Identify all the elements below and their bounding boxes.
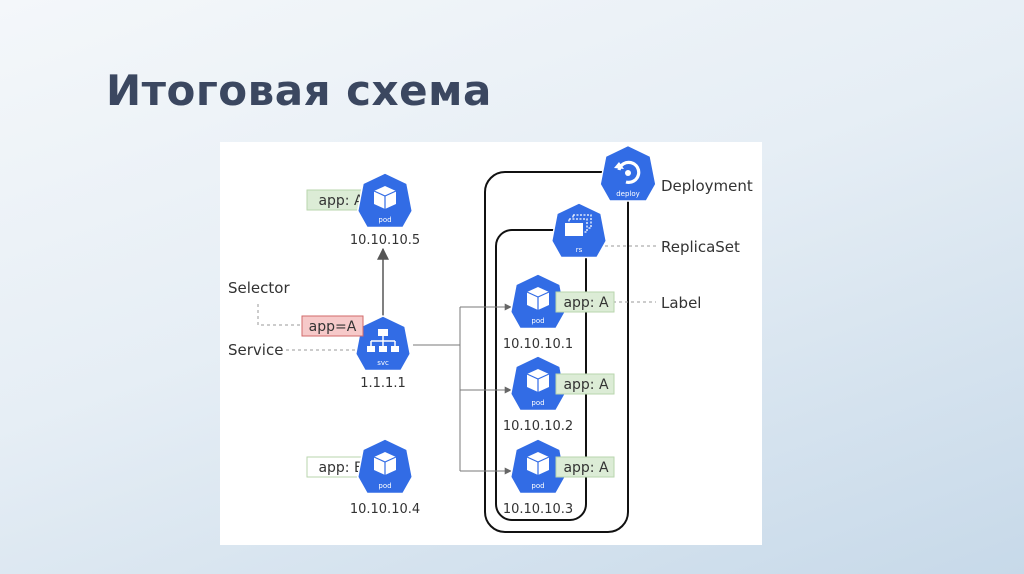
pod-icon-caption: pod	[531, 482, 544, 490]
service-connectors	[413, 303, 512, 475]
selector-box	[301, 315, 364, 337]
rs-icon-caption: rs	[576, 246, 583, 254]
pod-10-10-10-2: pod app: A 10.10.10.2	[503, 355, 615, 434]
pod-label: app: A	[563, 460, 609, 476]
pod-label: app: A	[563, 377, 609, 393]
pod-ip: 10.10.10.4	[350, 502, 420, 517]
deploy-icon: deploy	[599, 144, 657, 202]
pod-icon: pod	[356, 438, 414, 495]
deployment-boundary	[484, 171, 629, 533]
kubernetes-diagram: Deployment ReplicaSet Label Selector Ser…	[220, 142, 762, 545]
page-title: Итоговая схема	[106, 66, 492, 115]
pod-label: app: A	[318, 193, 364, 209]
pod-ip: 10.10.10.3	[503, 502, 573, 517]
pod-icon: pod	[509, 273, 567, 330]
pod-10-10-10-1: pod app: A 10.10.10.1	[503, 273, 615, 352]
replicaset-label: ReplicaSet	[661, 238, 740, 256]
pod-label: app: B	[318, 460, 363, 476]
deployment-label: Deployment	[661, 177, 753, 195]
pod-icon: pod	[356, 172, 414, 229]
rs-icon: rs	[550, 202, 608, 259]
service-label: Service	[228, 341, 283, 359]
svc-ip: 1.1.1.1	[360, 376, 405, 391]
pod-10-10-10-3: pod app: A 10.10.10.3	[503, 438, 615, 517]
pod-icon-caption: pod	[531, 317, 544, 325]
svc-icon: svc	[354, 315, 412, 372]
pod-icon-caption: pod	[378, 216, 391, 224]
diagram-canvas: Deployment ReplicaSet Label Selector Ser…	[228, 144, 753, 533]
pod-label-box	[555, 456, 615, 478]
pod-label-box	[555, 373, 615, 395]
selector-label: Selector	[228, 279, 290, 297]
svc-icon-caption: svc	[377, 359, 389, 367]
pod-10-10-10-5: app: A pod 10.10.10.5	[306, 172, 420, 248]
pod-10-10-10-4: app: B pod 10.10.10.4	[306, 438, 420, 517]
pod-ip: 10.10.10.2	[503, 419, 573, 434]
selector-value: app=A	[309, 319, 357, 335]
label-label: Label	[661, 294, 701, 312]
pod-label: app: A	[563, 295, 609, 311]
pod-icon-caption: pod	[531, 399, 544, 407]
deploy-icon-caption: deploy	[616, 190, 640, 198]
pod-icon: pod	[509, 438, 567, 495]
pod-label-box	[555, 291, 615, 313]
pod-icon-caption: pod	[378, 482, 391, 490]
pod-ip: 10.10.10.5	[350, 233, 420, 248]
pod-icon: pod	[509, 355, 567, 412]
pod-ip: 10.10.10.1	[503, 337, 573, 352]
